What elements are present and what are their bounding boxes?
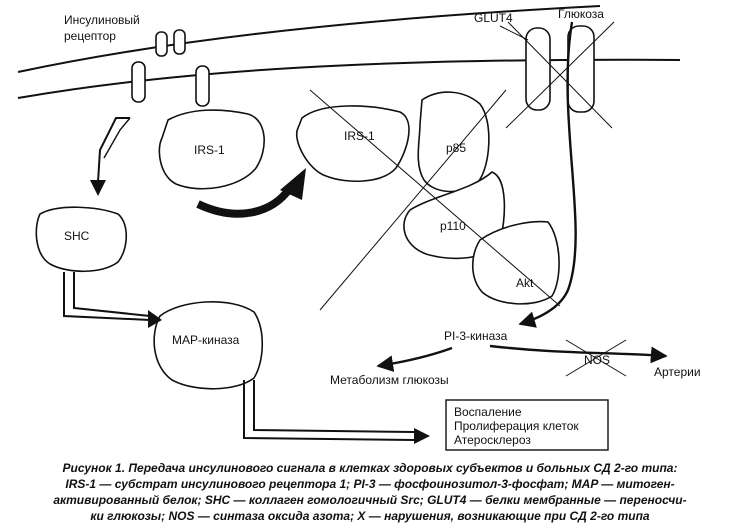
- label-glucose: Глюкоза: [558, 7, 604, 21]
- caption-line-2: IRS-1 — субстрат инсулинового рецептора …: [65, 477, 675, 491]
- label-receptor-line1: Инсулиновый: [64, 13, 140, 27]
- arrow-receptor-to-shc-inner: [103, 117, 131, 159]
- arrowhead-irs1-to-complex: [280, 168, 306, 200]
- receptor-subunit-left-top: [155, 31, 168, 57]
- label-p85: p85: [446, 141, 466, 155]
- label-irs1-complex: IRS-1: [344, 129, 375, 143]
- glucose-entry-arrow: [518, 21, 577, 328]
- effects-box: [445, 399, 609, 451]
- arrow-pi3-to-glucose-metabolism: [376, 346, 453, 373]
- label-akt: Akt: [516, 276, 534, 290]
- label-p110: p110: [440, 219, 466, 233]
- label-effect-inflammation: Воспаление: [454, 405, 522, 419]
- akt-blob: [471, 220, 560, 305]
- shc-blob: [35, 206, 128, 273]
- figure-caption: Рисунок 1. Передача инсулинового сигнала…: [0, 460, 740, 524]
- caption-line-1: Рисунок 1. Передача инсулинового сигнала…: [62, 461, 678, 475]
- arrowhead-map-to-effects: [414, 428, 430, 444]
- irs1-complex-blob: [295, 105, 410, 183]
- arrowhead-shc-to-map-kinase: [148, 310, 162, 328]
- arrow-shc-to-map-kinase-inner: [73, 272, 151, 317]
- cross-glut4-stroke-b: [505, 21, 615, 129]
- label-pi3-kinase: PI-3-киназа: [444, 329, 508, 343]
- map-kinase-blob: [153, 301, 264, 390]
- label-effect-atherosclerosis: Атеросклероз: [454, 433, 531, 447]
- caption-line-4: ки глюкозы; NOS — синтаза оксида азота; …: [90, 509, 650, 523]
- cross-complex-stroke-b: [319, 89, 507, 311]
- label-irs1-free: IRS-1: [194, 143, 225, 157]
- arrow-irs1-to-complex: [196, 185, 294, 218]
- arrow-shc-to-map-kinase: [63, 272, 151, 321]
- label-glut4: GLUT4: [474, 11, 513, 25]
- irs1-free-blob: [158, 109, 265, 190]
- label-receptor-line2: рецептор: [64, 29, 116, 43]
- label-glucose-metabolism: Метаболизм глюкозы: [330, 373, 449, 387]
- arrow-map-to-effects-inner: [253, 380, 415, 433]
- arrow-map-to-effects: [243, 380, 415, 441]
- glut4-transporter-right: [567, 25, 595, 113]
- label-effect-proliferation: Пролиферация клеток: [454, 419, 579, 433]
- arrow-pi3-to-arteries: [489, 344, 668, 364]
- glut4-transporter-left: [525, 27, 551, 111]
- insulin-signaling-diagram: Инсулиновый рецептор GLUT4 Глюкоза IRS-1…: [17, 5, 701, 451]
- cross-complex-stroke-a: [309, 89, 561, 307]
- receptor-subunit-right-bottom: [195, 65, 210, 107]
- cross-nos-stroke-b: [565, 339, 627, 377]
- label-shc: SHC: [64, 229, 90, 243]
- label-nos: NOS: [584, 353, 610, 367]
- label-map-kinase: MAP-киназа: [172, 333, 240, 347]
- caption-line-3: активированный белок; SHC — коллаген гом…: [53, 493, 687, 507]
- receptor-subunit-left-bottom: [131, 61, 146, 103]
- arrow-receptor-to-shc: [97, 117, 130, 183]
- membrane-line-inner: [17, 58, 681, 99]
- arrowhead-receptor-to-shc: [90, 180, 106, 196]
- membrane-line-outer: [17, 5, 601, 73]
- receptor-subunit-right-top: [173, 29, 186, 55]
- label-arteries: Артерии: [654, 365, 701, 379]
